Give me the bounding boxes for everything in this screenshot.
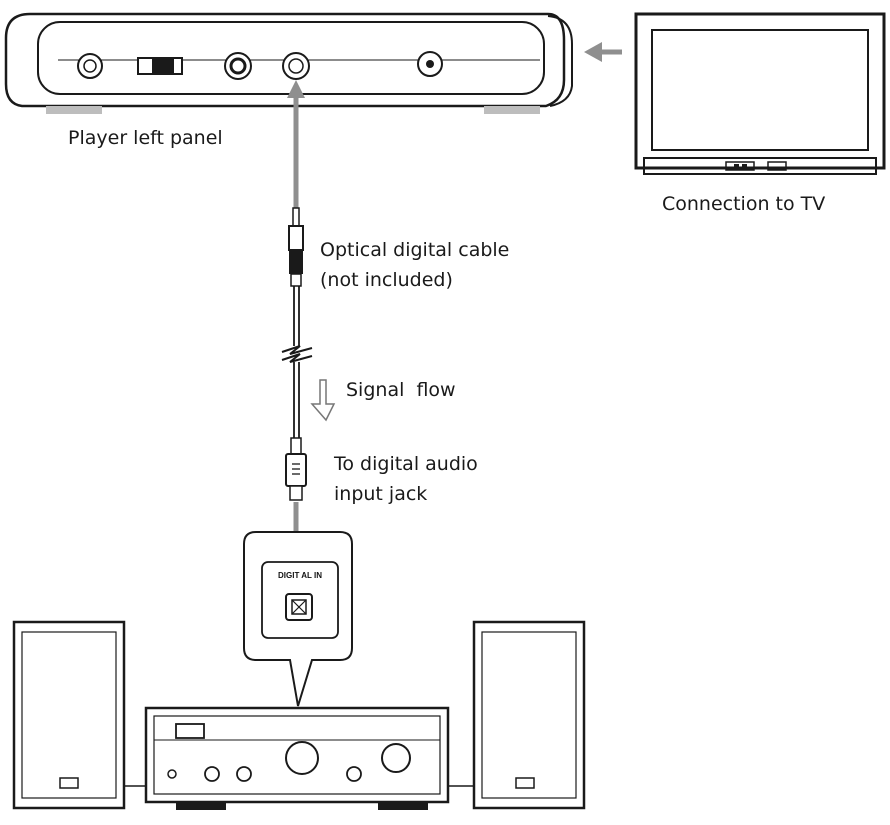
player-jack-2 xyxy=(224,52,252,80)
player-coaxial-jack xyxy=(417,51,443,77)
digital-jack-label-line1: To digital audio xyxy=(334,453,478,475)
player-left-panel-label: Player left panel xyxy=(68,127,223,149)
amplifier-feet xyxy=(176,802,428,810)
player-switch xyxy=(137,57,183,75)
connection-to-tv-label: Connection to TV xyxy=(662,193,826,215)
left-speaker xyxy=(12,620,126,810)
right-speaker xyxy=(472,620,586,810)
cable-lower xyxy=(293,362,300,438)
optical-plug-top xyxy=(288,207,304,287)
signal-flow-icon xyxy=(310,379,336,422)
cable-upper xyxy=(293,286,300,346)
tv xyxy=(634,12,886,175)
cable-break xyxy=(281,345,313,363)
amplifier xyxy=(144,706,450,804)
digital-in-label: DIGIT AL IN xyxy=(278,571,322,580)
optical-cable-label-line2: (not included) xyxy=(320,269,453,291)
optical-plug-bottom xyxy=(285,437,307,501)
optical-cable-label-line1: Optical digital cable xyxy=(320,239,510,261)
signal-flow-label: Signal flow xyxy=(346,379,456,401)
digital-jack-label-line2: input jack xyxy=(334,483,428,505)
tv-to-player-arrow xyxy=(584,42,622,62)
player-optical-out-jack xyxy=(282,52,310,80)
signal-arrow-to-player xyxy=(287,80,305,208)
digital-in-callout: DIGIT AL IN xyxy=(243,531,353,707)
player-jack-1 xyxy=(77,53,103,79)
